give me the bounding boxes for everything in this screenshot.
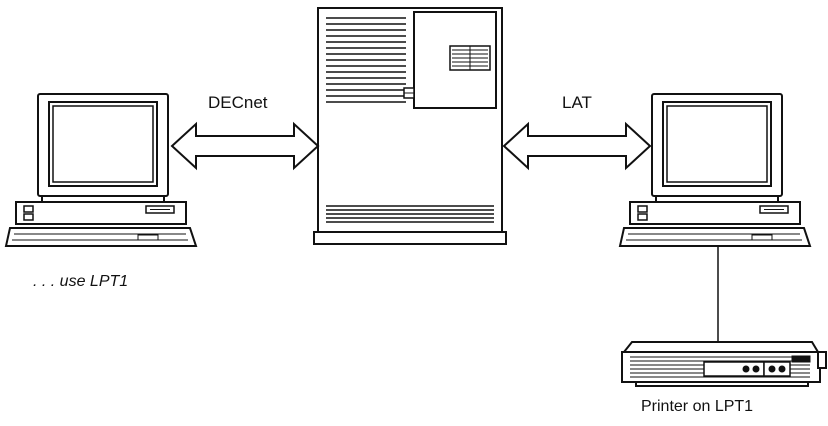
printer-icon [622, 342, 826, 386]
use-lpt1-label: . . . use LPT1 [33, 273, 128, 291]
decnet-double-arrow [172, 124, 318, 168]
lat-double-arrow [504, 124, 650, 168]
lat-label: LAT [562, 93, 592, 113]
printer-label: Printer on LPT1 [641, 398, 753, 416]
server-cabinet-icon [314, 8, 506, 244]
right-workstation-icon [620, 94, 810, 246]
left-workstation-icon [6, 94, 196, 246]
decnet-label: DECnet [208, 93, 268, 113]
